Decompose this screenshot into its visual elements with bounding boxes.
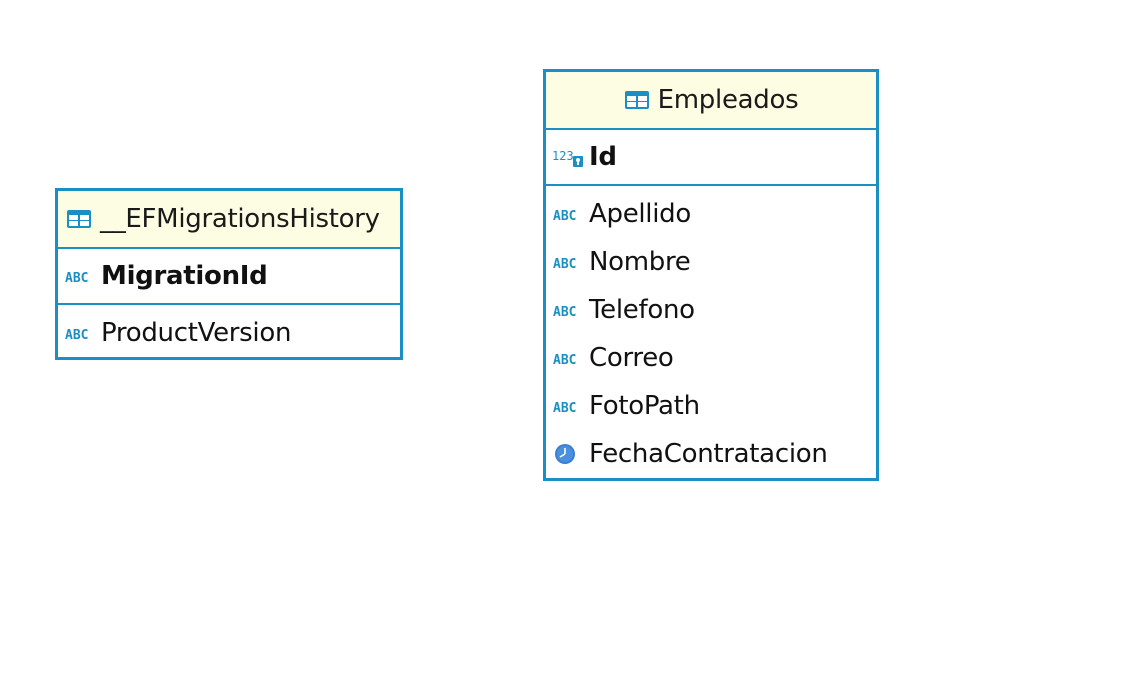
column-row-nombre[interactable]: ABC Nombre bbox=[546, 238, 876, 286]
abc-type-icon: ABC bbox=[553, 353, 576, 368]
column-name: Id bbox=[589, 142, 617, 172]
abc-type-icon: ABC bbox=[553, 257, 576, 272]
entity-ef-migrations-history[interactable]: __EFMigrationsHistory ABC MigrationId AB… bbox=[55, 188, 403, 360]
columns-section: ABC Apellido ABC Nombre ABC Telefono ABC… bbox=[546, 186, 876, 478]
column-row-apellido[interactable]: ABC Apellido bbox=[546, 190, 876, 238]
column-row-fotopath[interactable]: ABC FotoPath bbox=[546, 382, 876, 430]
column-name: Telefono bbox=[589, 295, 695, 325]
column-row-correo[interactable]: ABC Correo bbox=[546, 334, 876, 382]
numeric-key-type-icon: 123 bbox=[552, 149, 583, 167]
column-row-productversion[interactable]: ABC ProductVersion bbox=[58, 305, 400, 361]
svg-text:ABC: ABC bbox=[65, 328, 88, 343]
column-name: Apellido bbox=[589, 199, 691, 229]
svg-text:ABC: ABC bbox=[553, 353, 576, 368]
column-name: FechaContratacion bbox=[589, 439, 828, 469]
svg-text:ABC: ABC bbox=[553, 305, 576, 320]
svg-text:ABC: ABC bbox=[553, 401, 576, 416]
column-name: MigrationId bbox=[101, 261, 268, 291]
svg-text:ABC: ABC bbox=[65, 271, 88, 286]
abc-type-icon: ABC bbox=[65, 271, 88, 286]
column-name: Nombre bbox=[589, 247, 691, 277]
entity-header[interactable]: Empleados bbox=[546, 72, 876, 130]
entity-header[interactable]: __EFMigrationsHistory bbox=[58, 191, 400, 249]
entity-title: Empleados bbox=[657, 85, 799, 115]
abc-type-icon: ABC bbox=[553, 305, 576, 320]
primary-key-section: 123 Id bbox=[546, 130, 876, 186]
primary-key-section: ABC MigrationId bbox=[58, 249, 400, 305]
datetime-clock-type-icon bbox=[555, 444, 575, 464]
entity-title: __EFMigrationsHistory bbox=[100, 204, 380, 234]
svg-text:ABC: ABC bbox=[553, 257, 576, 272]
entity-empleados[interactable]: Empleados 123 Id ABC Apellido ABC Nombre bbox=[543, 69, 879, 481]
column-row-fechacontratacion[interactable]: FechaContratacion bbox=[546, 430, 876, 478]
column-name: ProductVersion bbox=[101, 318, 292, 348]
columns-section: ABC ProductVersion bbox=[58, 305, 400, 361]
abc-type-icon: ABC bbox=[553, 209, 576, 224]
column-row-id[interactable]: 123 Id bbox=[546, 130, 876, 184]
abc-type-icon: ABC bbox=[553, 401, 576, 416]
table-icon bbox=[624, 91, 649, 109]
abc-type-icon: ABC bbox=[65, 328, 88, 343]
column-row-migrationid[interactable]: ABC MigrationId bbox=[58, 249, 400, 303]
svg-text:ABC: ABC bbox=[553, 209, 576, 224]
column-row-telefono[interactable]: ABC Telefono bbox=[546, 286, 876, 334]
table-icon bbox=[67, 210, 91, 228]
svg-text:123: 123 bbox=[552, 149, 574, 163]
column-name: FotoPath bbox=[589, 391, 700, 421]
column-name: Correo bbox=[589, 343, 674, 373]
